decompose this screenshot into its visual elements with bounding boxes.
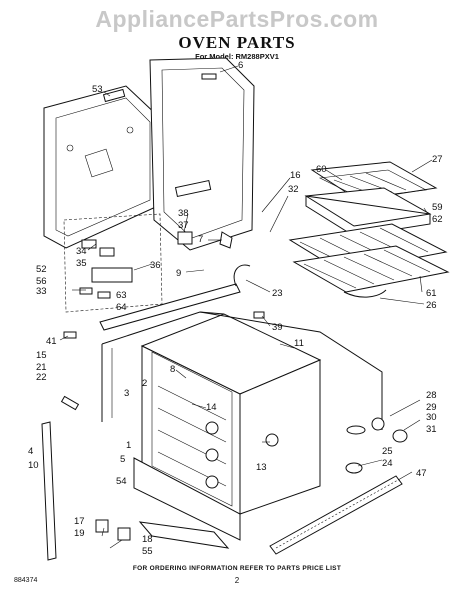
callout-10: 10 — [28, 460, 39, 471]
storage-drawer — [133, 457, 241, 549]
callout-16: 16 — [290, 170, 301, 181]
callout-21: 21 — [36, 362, 47, 373]
broiler-pan — [304, 161, 438, 237]
callout-15: 15 — [36, 350, 47, 361]
callout-60: 60 — [316, 164, 327, 175]
kick-panel — [269, 475, 403, 555]
callout-9: 9 — [176, 268, 181, 279]
callout-27: 27 — [432, 154, 443, 165]
document-code: 884374 — [14, 577, 38, 584]
callout-63: 63 — [116, 290, 127, 301]
callout-52: 52 — [36, 264, 47, 275]
model-subtitle: For Model: RM288PXV1 — [195, 52, 279, 61]
side-panel — [149, 57, 255, 251]
oven-rack — [288, 223, 450, 298]
callout-47: 47 — [416, 468, 427, 479]
callout-33: 33 — [36, 286, 47, 297]
callout-2: 2 — [142, 378, 147, 389]
callout-61: 61 — [426, 288, 437, 299]
callout-54: 54 — [116, 476, 127, 487]
callout-19: 19 — [74, 528, 85, 539]
hinge-2 — [117, 527, 131, 541]
callout-35: 35 — [76, 258, 87, 269]
callout-labels: 53 6 16 32 27 60 59 62 38 37 7 34 35 36 … — [28, 60, 443, 557]
callout-23: 23 — [272, 288, 283, 299]
callout-1: 1 — [126, 440, 131, 451]
callout-34: 34 — [76, 246, 87, 257]
ordering-info-note: FOR ORDERING INFORMATION REFER TO PARTS … — [132, 565, 342, 572]
callout-64: 64 — [116, 302, 127, 313]
callout-31: 31 — [426, 424, 437, 435]
watermark: AppliancePartsPros.com — [95, 6, 379, 32]
callout-32: 32 — [288, 184, 299, 195]
callout-26: 26 — [426, 300, 437, 311]
callout-17: 17 — [74, 516, 85, 527]
callout-39: 39 — [272, 322, 283, 333]
knob — [392, 429, 408, 443]
burner-cap — [371, 417, 385, 431]
callout-37: 37 — [178, 220, 189, 231]
callout-5: 5 — [120, 454, 125, 465]
callout-22: 22 — [36, 372, 47, 383]
callout-8: 8 — [170, 364, 175, 375]
callout-56: 56 — [36, 276, 47, 287]
callout-28: 28 — [426, 390, 437, 401]
callout-4: 4 — [28, 446, 33, 457]
callout-25: 25 — [382, 446, 393, 457]
callout-29: 29 — [426, 402, 437, 413]
leader-lines — [59, 65, 433, 549]
callout-13: 13 — [256, 462, 267, 473]
spring — [60, 395, 80, 411]
sensor — [253, 311, 265, 319]
callout-3: 3 — [124, 388, 129, 399]
callout-62: 62 — [432, 214, 443, 225]
hinge — [95, 519, 109, 533]
foot — [345, 462, 363, 474]
wiring-bracket — [63, 213, 163, 313]
callout-11: 11 — [294, 338, 304, 349]
callout-59: 59 — [432, 202, 443, 213]
oven-cavity — [140, 313, 322, 515]
callout-7: 7 — [198, 234, 203, 245]
callout-38: 38 — [178, 208, 189, 219]
back-panel — [43, 85, 161, 249]
callout-30: 30 — [426, 412, 437, 423]
page-title: OVEN PARTS — [178, 33, 296, 52]
side-trim — [41, 421, 57, 561]
callout-55: 55 — [142, 546, 153, 557]
page-number: 2 — [234, 576, 240, 585]
callout-36: 36 — [150, 260, 161, 271]
callout-24: 24 — [382, 458, 393, 469]
callout-14: 14 — [206, 402, 217, 413]
tube — [233, 264, 251, 287]
callout-41: 41 — [46, 336, 57, 347]
outer-shell — [101, 311, 383, 430]
clip — [63, 331, 77, 339]
callout-53: 53 — [92, 84, 103, 95]
top-channel — [99, 231, 241, 331]
callout-6: 6 — [238, 60, 243, 71]
leveling-leg — [346, 425, 366, 435]
callout-18: 18 — [142, 534, 153, 545]
